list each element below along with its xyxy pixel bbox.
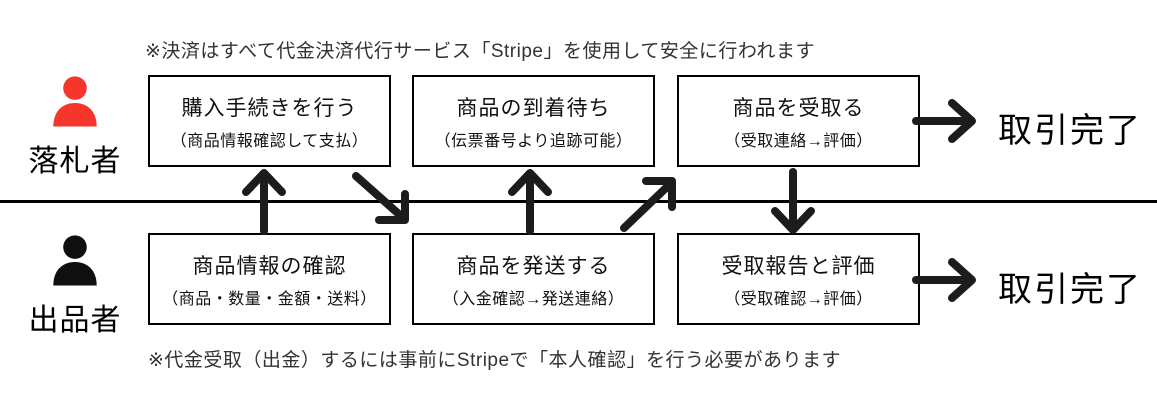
actor-seller: 出品者 (10, 231, 140, 339)
result-seller-complete: 取引完了 (998, 271, 1142, 309)
payout-note: ※代金受取（出金）するには事前にStripeで「本人確認」を行う必要があります (148, 350, 842, 371)
result-buyer-complete: 取引完了 (998, 112, 1142, 150)
step-subtitle: （入金確認→発送連絡） (442, 290, 625, 308)
step-subtitle: （伝票番号より追跡可能） (434, 132, 633, 150)
step-title: 商品を受取る (732, 96, 865, 120)
step-subtitle: （商品情報確認して支払） (170, 132, 369, 150)
step-title: 受取報告と評価 (721, 254, 876, 278)
arrow-right-seller-complete-icon (912, 258, 976, 302)
step-title: 商品を発送する (456, 254, 611, 278)
step-buyer-purchase: 購入手続きを行う （商品情報確認して支払） (148, 75, 391, 167)
step-seller-report-rate: 受取報告と評価 （受取確認→評価） (677, 233, 920, 325)
step-title: 商品の到着待ち (456, 96, 611, 120)
step-seller-ship: 商品を発送する （入金確認→発送連絡） (412, 233, 655, 325)
arrow-right-buyer-complete-icon (912, 99, 976, 143)
seller-person-icon (53, 235, 97, 286)
step-subtitle: （受取連絡→評価） (724, 132, 873, 150)
step-title: 商品情報の確認 (192, 254, 347, 278)
payment-note: ※決済はすべて代金決済代行サービス「Stripe」を使用して安全に行われます (145, 41, 815, 62)
buyer-person-icon (53, 76, 97, 127)
step-buyer-receive: 商品を受取る （受取連絡→評価） (677, 75, 920, 167)
arrow-diagonal-ship-to-receive-icon (620, 177, 676, 232)
step-subtitle: （受取確認→評価） (724, 290, 873, 308)
step-seller-confirm-info: 商品情報の確認 （商品・数量・金額・送料） (148, 233, 391, 325)
lane-divider (0, 200, 1157, 203)
step-buyer-wait-arrival: 商品の到着待ち （伝票番号より追跡可能） (412, 75, 655, 167)
actor-buyer: 落札者 (10, 72, 140, 180)
buyer-label: 落札者 (28, 145, 122, 178)
seller-label: 出品者 (28, 304, 122, 337)
step-title: 購入手続きを行う (181, 96, 358, 120)
arrow-diagonal-pay-to-ship-icon (352, 172, 409, 224)
step-subtitle: （商品・数量・金額・送料） (162, 290, 377, 308)
